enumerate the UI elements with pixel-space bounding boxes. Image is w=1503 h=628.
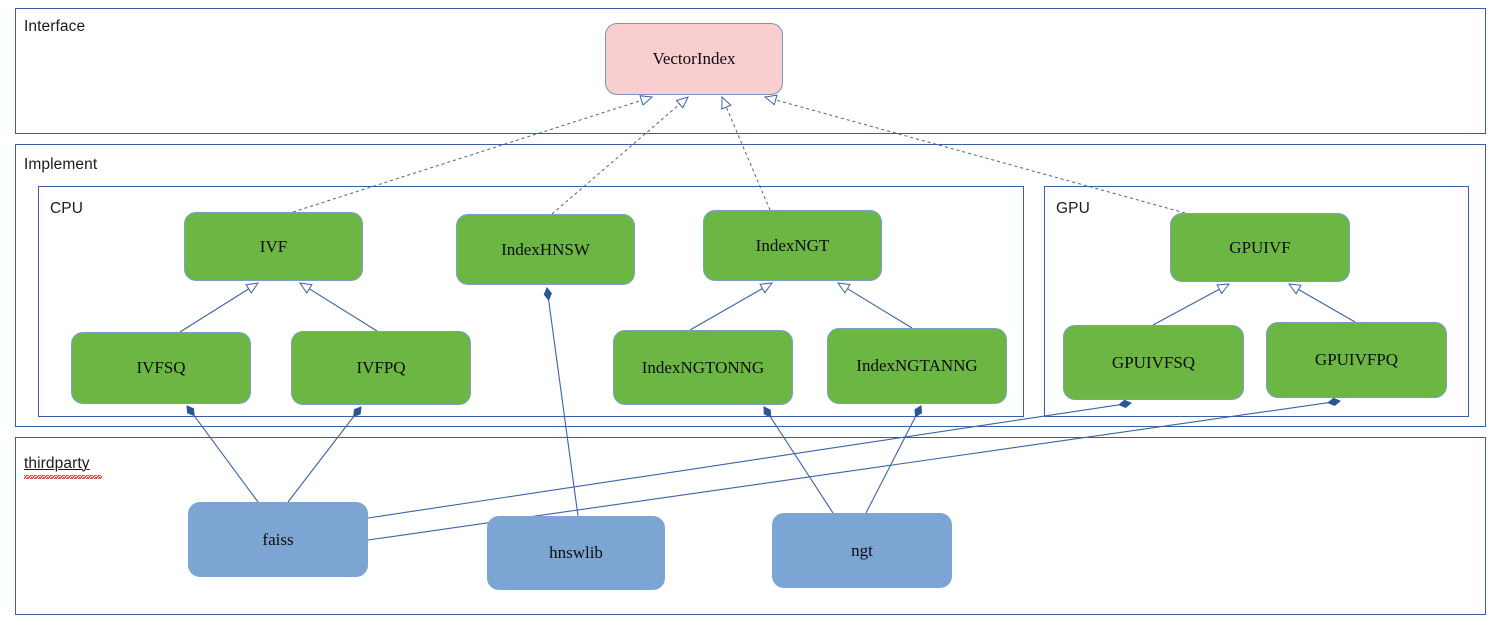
node-label-hnswlib: hnswlib	[549, 543, 603, 563]
node-ivf[interactable]: IVF	[184, 212, 363, 281]
node-label-ngt: ngt	[851, 540, 873, 560]
node-indexhnsw[interactable]: IndexHNSW	[456, 214, 635, 285]
node-vectorindex[interactable]: VectorIndex	[605, 23, 783, 95]
node-gpuivf[interactable]: GPUIVF	[1170, 213, 1350, 282]
node-label-ivf: IVF	[259, 236, 288, 256]
container-thirdparty	[15, 437, 1486, 615]
node-hnswlib[interactable]: hnswlib	[487, 516, 665, 590]
node-faiss[interactable]: faiss	[188, 502, 368, 577]
node-label-ivfpq: IVFPQ	[356, 358, 406, 378]
node-label-indexhnsw: IndexHNSW	[501, 239, 590, 259]
node-label-indexngt: IndexNGT	[755, 235, 830, 255]
node-label-vectorindex: VectorIndex	[652, 49, 736, 69]
container-label-cpu: CPU	[50, 200, 84, 217]
container-label-thirdparty: thirdparty	[24, 455, 90, 472]
node-ngt[interactable]: ngt	[772, 513, 952, 588]
node-indexngtonng[interactable]: IndexNGTONNG	[613, 330, 793, 405]
node-label-indexngtanng: IndexNGTANNG	[856, 356, 978, 376]
node-ivfpq[interactable]: IVFPQ	[291, 331, 471, 405]
node-label-indexngtonng: IndexNGTONNG	[641, 357, 765, 377]
container-label-gpu: GPU	[1056, 200, 1090, 217]
node-indexngt[interactable]: IndexNGT	[703, 210, 882, 281]
container-label-interface: Interface	[24, 18, 86, 35]
node-label-gpuivfpq: GPUIVFPQ	[1314, 350, 1399, 370]
container-implement	[15, 144, 1486, 427]
node-ivfsq[interactable]: IVFSQ	[71, 332, 251, 404]
container-interface	[15, 8, 1486, 134]
node-gpuivfsq[interactable]: GPUIVFSQ	[1063, 325, 1244, 400]
node-label-gpuivf: GPUIVF	[1229, 237, 1291, 257]
node-label-faiss: faiss	[262, 529, 294, 549]
node-indexngtanng[interactable]: IndexNGTANNG	[827, 328, 1007, 404]
container-label-implement: Implement	[24, 156, 98, 173]
container-gpu	[1044, 186, 1469, 417]
node-label-ivfsq: IVFSQ	[136, 358, 186, 378]
node-label-gpuivfsq: GPUIVFSQ	[1111, 352, 1196, 372]
node-gpuivfpq[interactable]: GPUIVFPQ	[1266, 322, 1447, 398]
container-cpu	[38, 186, 1024, 417]
